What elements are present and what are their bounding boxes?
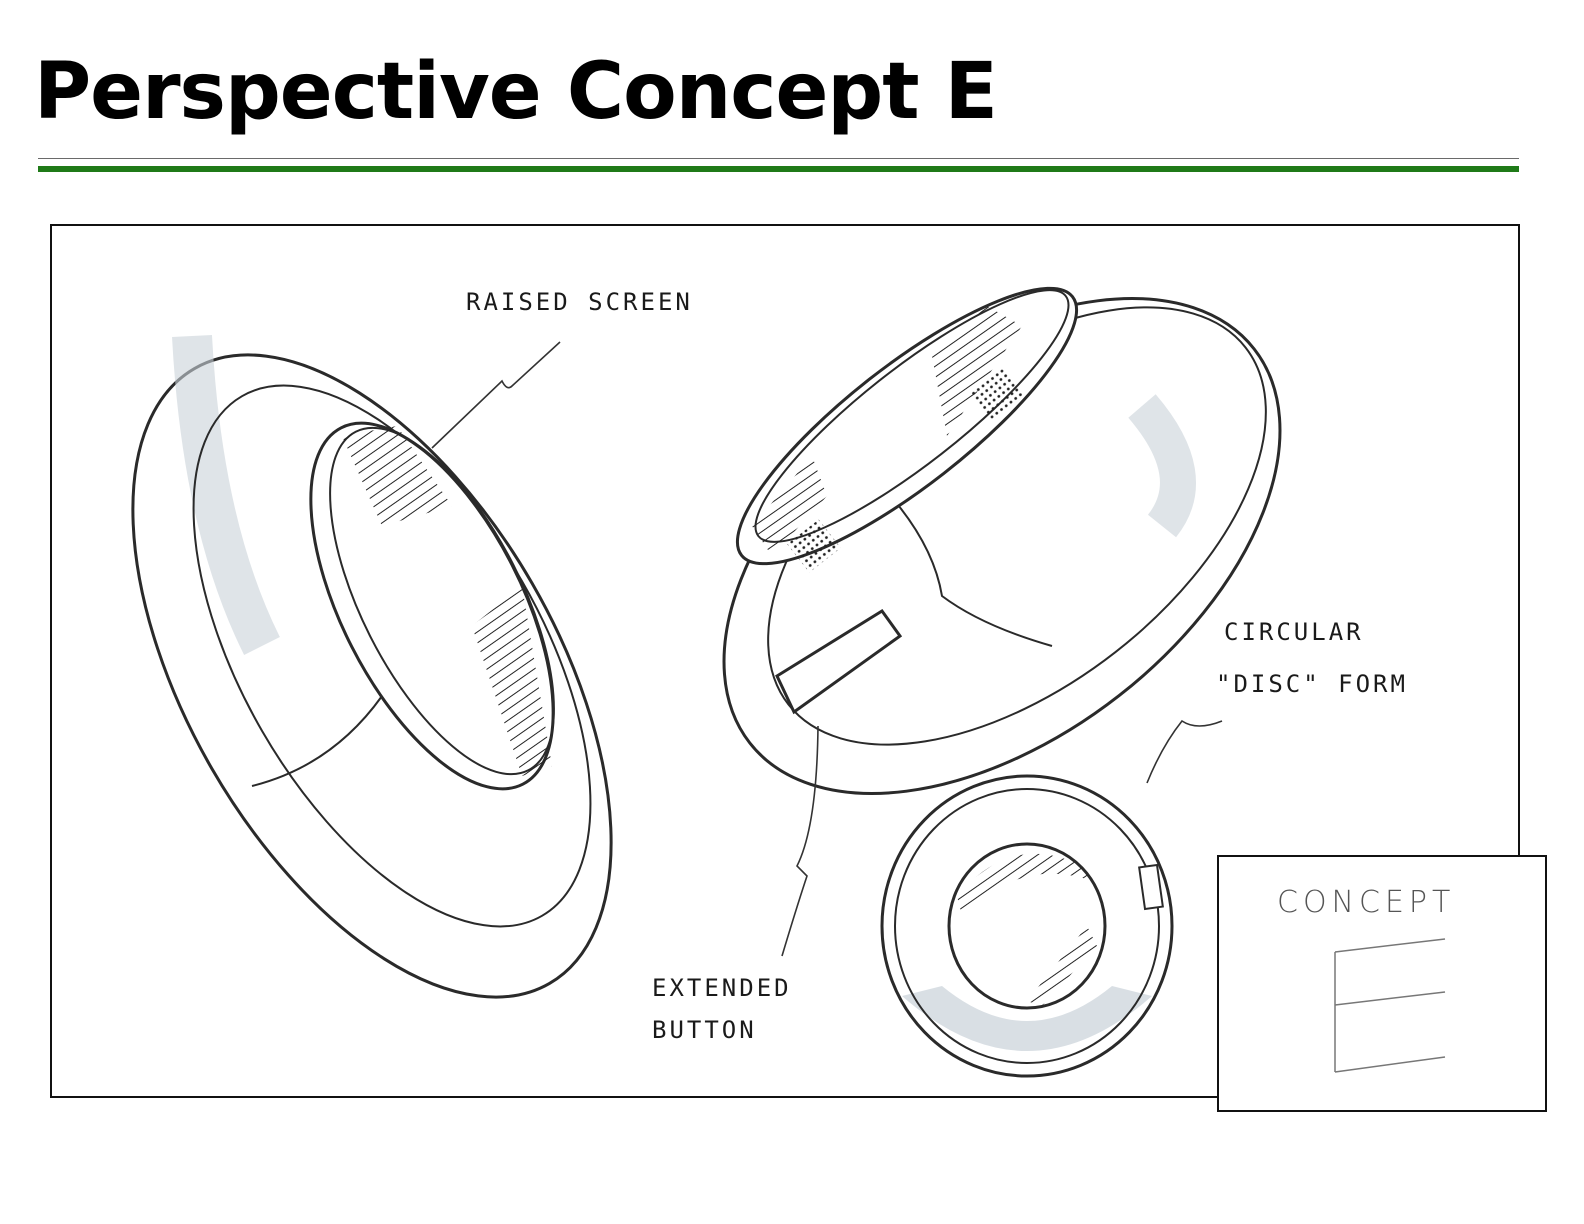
extended-button-label-line2: BUTTON xyxy=(652,1016,757,1044)
concept-letter-inset: CONCEPT xyxy=(1217,855,1547,1112)
sketch-drawing: RAISED SCREEN CIRCULAR "DISC" FORM EXTEN… xyxy=(131,286,1408,1078)
title-rule-thin xyxy=(38,158,1519,159)
annotation-leaders xyxy=(431,341,1223,957)
title-rule-green xyxy=(38,166,1519,172)
raised-screen-label: RAISED SCREEN xyxy=(466,288,693,316)
extended-button-label-line1: EXTENDED xyxy=(652,974,792,1002)
page-title: Perspective Concept E xyxy=(34,47,998,137)
right-device-sketch xyxy=(722,286,1282,795)
circular-disc-label-line1: CIRCULAR xyxy=(1224,618,1364,646)
concept-sketch: RAISED SCREEN CIRCULAR "DISC" FORM EXTEN… xyxy=(50,224,1520,1098)
left-device-sketch xyxy=(131,334,613,999)
letter-e-sketch xyxy=(1334,938,1446,1073)
top-view-disc-sketch xyxy=(880,774,1174,1078)
inset-concept-label: CONCEPT xyxy=(1277,885,1456,920)
circular-disc-label-line2: "DISC" FORM xyxy=(1216,670,1408,698)
